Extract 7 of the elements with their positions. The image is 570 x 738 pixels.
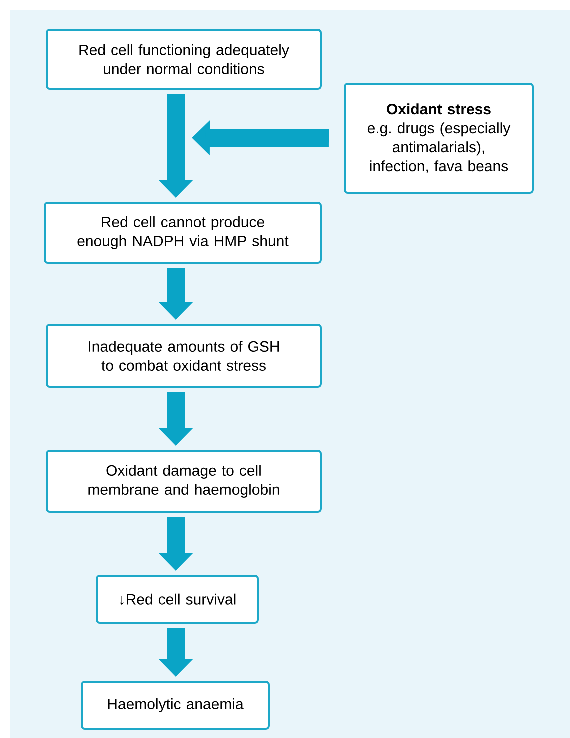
process-box: Haemolytic anaemia xyxy=(81,681,270,730)
process-box: Inadequate amounts of GSH to combat oxidant stress xyxy=(46,324,322,388)
process-box: Red cell functioning adequately under normal conditions xyxy=(46,29,322,90)
process-box: Oxidant stress e.g. drugs (especially antimalarials), infection, fava beans xyxy=(344,83,534,194)
process-box: Red cell cannot produce enough NADPH via HMP shunt xyxy=(44,202,322,264)
process-box: ↓Red cell survival xyxy=(96,575,259,624)
process-box: Oxidant damage to cell membrane and haemoglobin xyxy=(46,450,322,513)
